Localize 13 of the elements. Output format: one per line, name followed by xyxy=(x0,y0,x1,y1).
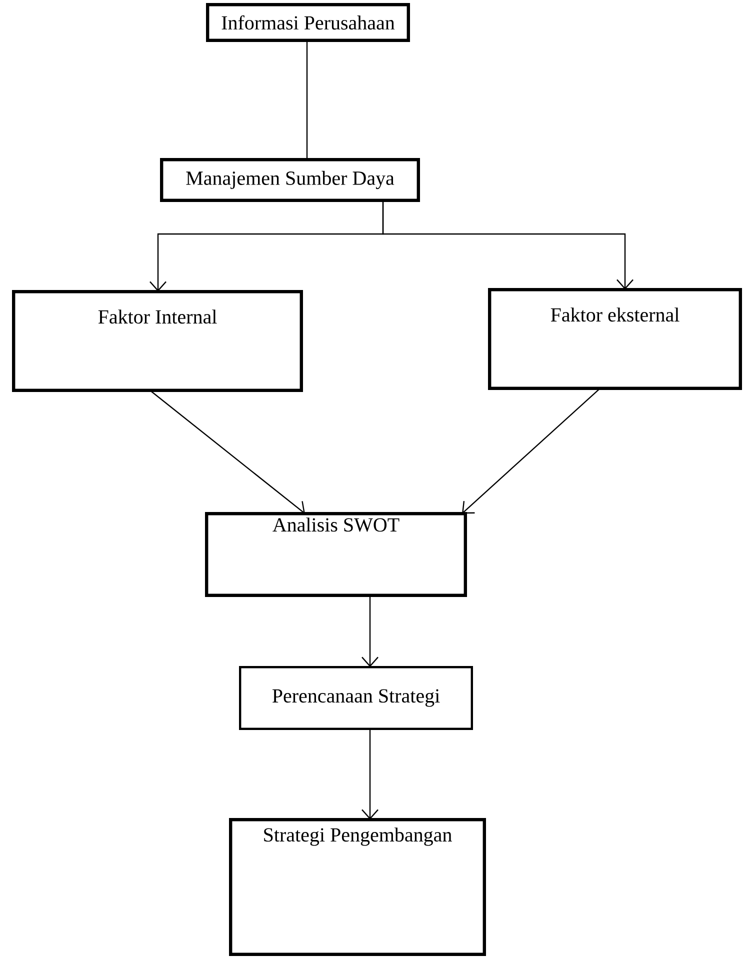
arrow xyxy=(382,200,634,290)
process-box: Analisis SWOT xyxy=(205,512,467,597)
arrow xyxy=(362,728,378,820)
arrow xyxy=(362,595,378,668)
process-box: Informasi Perusahaan xyxy=(206,2,410,42)
connector-line xyxy=(306,40,308,160)
process-box: Manajemen Sumber Daya xyxy=(160,158,420,202)
process-box: Faktor Internal xyxy=(12,290,303,392)
arrow xyxy=(150,390,305,514)
process-box: Perencanaan Strategi xyxy=(239,666,473,730)
process-box: Strategi Pengembangan xyxy=(229,818,486,956)
arrow xyxy=(462,388,600,514)
process-box: Faktor eksternal xyxy=(488,288,742,390)
